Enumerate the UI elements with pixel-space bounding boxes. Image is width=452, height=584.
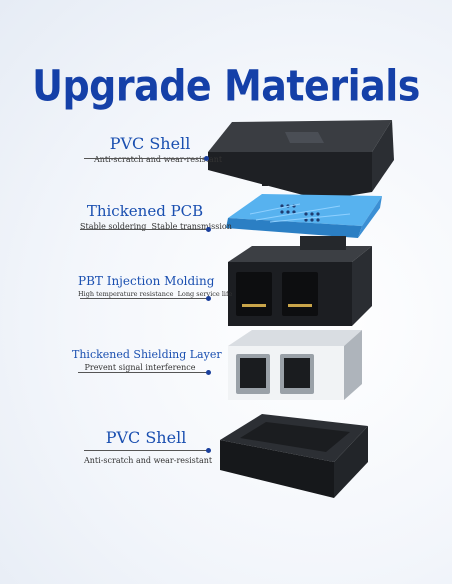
layer-desc: Stable soldering — [80, 222, 147, 231]
pointer-line — [78, 372, 208, 373]
layer-name: PVC Shell — [105, 428, 187, 447]
layer-label-pvc-shell-top: PVC Shell Anti-scratch and wear-resistan… — [94, 134, 223, 164]
layer-label-shielding: Thickened Shielding Layer Prevent signal… — [72, 348, 222, 372]
layer-name: Thickened PCB — [86, 202, 204, 220]
layer-desc-row: Stable soldering Stable transmission — [80, 222, 232, 231]
layer-label-pbt-molding: PBT Injection Molding High temperature r… — [78, 274, 232, 298]
pointer-line — [80, 229, 208, 230]
pointer-dot — [206, 370, 211, 375]
layer-desc: Anti-scratch and wear-resistant — [84, 456, 213, 465]
layer-label-pvc-shell-bottom: PVC Shell — [84, 428, 208, 447]
pointer-line — [84, 450, 208, 451]
layer-desc: High temperature resistance — [78, 290, 174, 298]
pbt-molding-block-image — [228, 236, 372, 326]
pointer-line — [84, 158, 206, 159]
top-pvc-shell-image — [208, 120, 394, 200]
pointer-dot — [206, 448, 211, 453]
layer-desc: Stable transmission — [151, 222, 232, 231]
pointer-dot — [206, 227, 211, 232]
pointer-line — [80, 298, 208, 299]
page-title: Upgrade Materials — [32, 61, 420, 111]
layer-desc: Anti-scratch and wear-resistant — [94, 155, 223, 164]
shielding-layer-image — [228, 330, 362, 400]
bottom-pvc-shell-image — [220, 414, 368, 498]
layer-name: Thickened Shielding Layer — [72, 348, 222, 361]
layer-desc: Long service life — [177, 290, 233, 298]
pcb-board-image — [226, 194, 382, 238]
layer-desc-bottom: Anti-scratch and wear-resistant — [84, 454, 213, 465]
layer-desc: Prevent signal interference — [84, 363, 196, 372]
pointer-dot — [204, 156, 209, 161]
pointer-dot — [206, 296, 211, 301]
layer-label-thickened-pcb: Thickened PCB Stable soldering Stable tr… — [80, 202, 232, 231]
layer-name: PVC Shell — [109, 134, 191, 153]
layer-name: PBT Injection Molding — [78, 274, 215, 288]
layer-desc-row: High temperature resistance Long service… — [78, 290, 232, 298]
